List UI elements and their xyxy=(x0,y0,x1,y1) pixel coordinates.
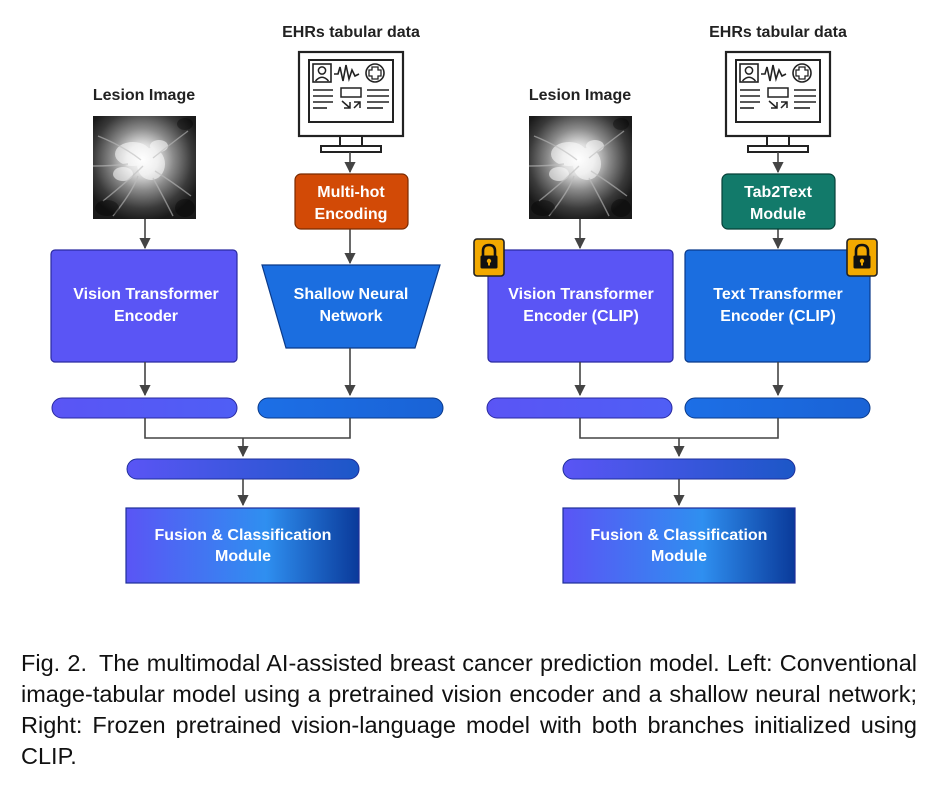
svg-text:Encoding: Encoding xyxy=(315,206,388,223)
right-vision-embedding-bar xyxy=(486,397,673,419)
multi-hot-encoding-box: Multi-hot Encoding xyxy=(294,173,409,230)
right-lesion-label: Lesion Image xyxy=(529,87,631,104)
right-text-embedding-bar xyxy=(684,397,871,419)
right-lesion-image xyxy=(528,115,633,220)
left-ehr-label: EHRs tabular data xyxy=(282,24,420,41)
right-vision-encoder-box: Vision Transformer Encoder (CLIP) xyxy=(487,249,674,363)
architecture-diagram: EHRs tabular data Lesion Image Multi-hot… xyxy=(50,24,879,584)
tab2text-module-box: Tab2Text Module xyxy=(721,173,836,230)
svg-text:Tab2Text: Tab2Text xyxy=(744,184,813,201)
figure-number: Fig. 2. xyxy=(21,650,87,676)
shallow-network-box: Shallow Neural Network xyxy=(261,264,441,349)
svg-text:Encoder: Encoder xyxy=(114,308,178,325)
caption-text: The multimodal AI-assisted breast cancer… xyxy=(21,650,917,769)
left-fused-embedding-bar xyxy=(126,458,360,480)
right-fused-embedding-bar xyxy=(562,458,796,480)
left-panel: EHRs tabular data Lesion Image Multi-hot… xyxy=(50,24,444,584)
right-ehr-label: EHRs tabular data xyxy=(709,24,847,41)
text-lock-icon xyxy=(845,237,879,278)
svg-text:Fusion & Classification: Fusion & Classification xyxy=(155,527,332,544)
svg-text:Multi-hot: Multi-hot xyxy=(317,184,385,201)
svg-text:Fusion & Classification: Fusion & Classification xyxy=(591,527,768,544)
right-fusion-module-box: Fusion & Classification Module xyxy=(562,507,796,584)
svg-text:Module: Module xyxy=(750,206,806,223)
svg-text:Vision Transformer: Vision Transformer xyxy=(73,286,219,303)
left-fusion-module-box: Fusion & Classification Module xyxy=(125,507,360,584)
svg-text:Shallow Neural: Shallow Neural xyxy=(294,286,409,303)
vision-lock-icon xyxy=(472,237,506,278)
svg-text:Module: Module xyxy=(215,548,271,565)
right-ehr-monitor-icon xyxy=(724,50,832,154)
figure-caption: Fig. 2.The multimodal AI-assisted breast… xyxy=(21,648,917,772)
svg-text:Encoder (CLIP): Encoder (CLIP) xyxy=(720,308,836,325)
text-encoder-box: Text Transformer Encoder (CLIP) xyxy=(684,249,871,363)
svg-text:Text Transformer: Text Transformer xyxy=(713,286,843,303)
svg-text:Network: Network xyxy=(319,308,382,325)
svg-text:Vision Transformer: Vision Transformer xyxy=(508,286,654,303)
svg-text:Module: Module xyxy=(651,548,707,565)
left-vision-encoder-box: Vision Transformer Encoder xyxy=(50,249,238,363)
left-vision-embedding-bar xyxy=(51,397,238,419)
left-ehr-monitor-icon xyxy=(297,50,405,154)
left-lesion-image xyxy=(92,115,197,220)
left-network-embedding-bar xyxy=(257,397,444,419)
right-panel: EHRs tabular data Lesion Image Tab2Text … xyxy=(472,24,879,584)
svg-text:Encoder (CLIP): Encoder (CLIP) xyxy=(523,308,639,325)
left-lesion-label: Lesion Image xyxy=(93,87,195,104)
